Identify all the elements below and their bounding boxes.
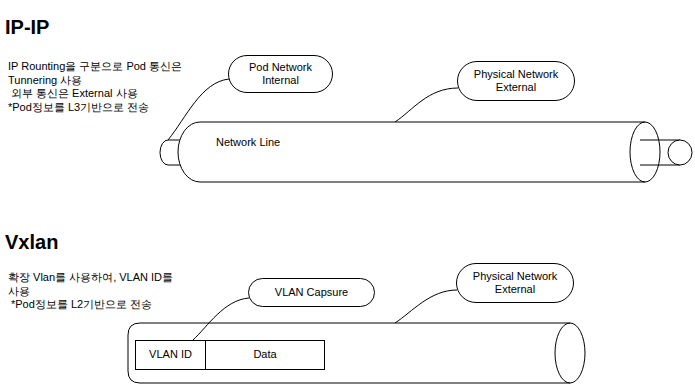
frame-field: Data [205,340,325,370]
pipe-face [630,122,645,182]
section-title: Vxlan [5,230,58,254]
pipe-label: Network Line [216,136,280,149]
vxlan-pipe [128,323,585,383]
bubble-text: VLAN Capsure [275,286,348,299]
frame-field: VLAN ID [135,340,206,370]
network-pipe: Network Line [160,122,695,182]
note-text: 외부 통신은 External 사용 [8,87,193,101]
section-title: IP-IP [5,15,49,39]
bubble-text: Physical Network External [468,68,564,94]
note-text: *Pod정보를 L3기반으로 전송 [8,101,193,115]
label-group: 확장 Vlan를 사용하여, VLAN ID를 사용*Pod정보를 L2기반으로… [8,271,186,312]
callout-bubble: Physical Network External [456,263,574,303]
bubble-text: Pod Network Internal [239,61,322,87]
inner-tube-end [668,140,692,165]
note-text: *Pod정보를 L2기반으로 전송 [8,298,186,312]
field-text: VLAN ID [149,348,192,361]
label-group: IP Rounting을 구분으로 Pod 통신은 Tunnering 사용외부… [8,60,193,114]
callout-bubble: VLAN Capsure [248,278,375,307]
callout-bubble: Pod Network Internal [228,55,333,93]
label-group: IP-IP [5,15,49,39]
callout-bubble: Physical Network External [457,61,575,101]
outer-pipe [178,122,660,182]
bubble-text: Physical Network External [467,270,563,296]
pipe-shape [160,122,695,182]
leader-line [395,88,458,122]
text-holder: Network Line [160,122,695,150]
note-text: 확장 Vlan를 사용하여, VLAN ID를 사용 [8,271,186,298]
vxlan-pipe-face [555,323,570,383]
note-text: IP Rounting을 구분으로 Pod 통신은 Tunnering 사용 [8,60,193,87]
leader-line [193,298,249,340]
label-group: Vxlan [5,230,58,254]
field-text: Data [253,348,276,361]
leader-line [395,290,457,323]
